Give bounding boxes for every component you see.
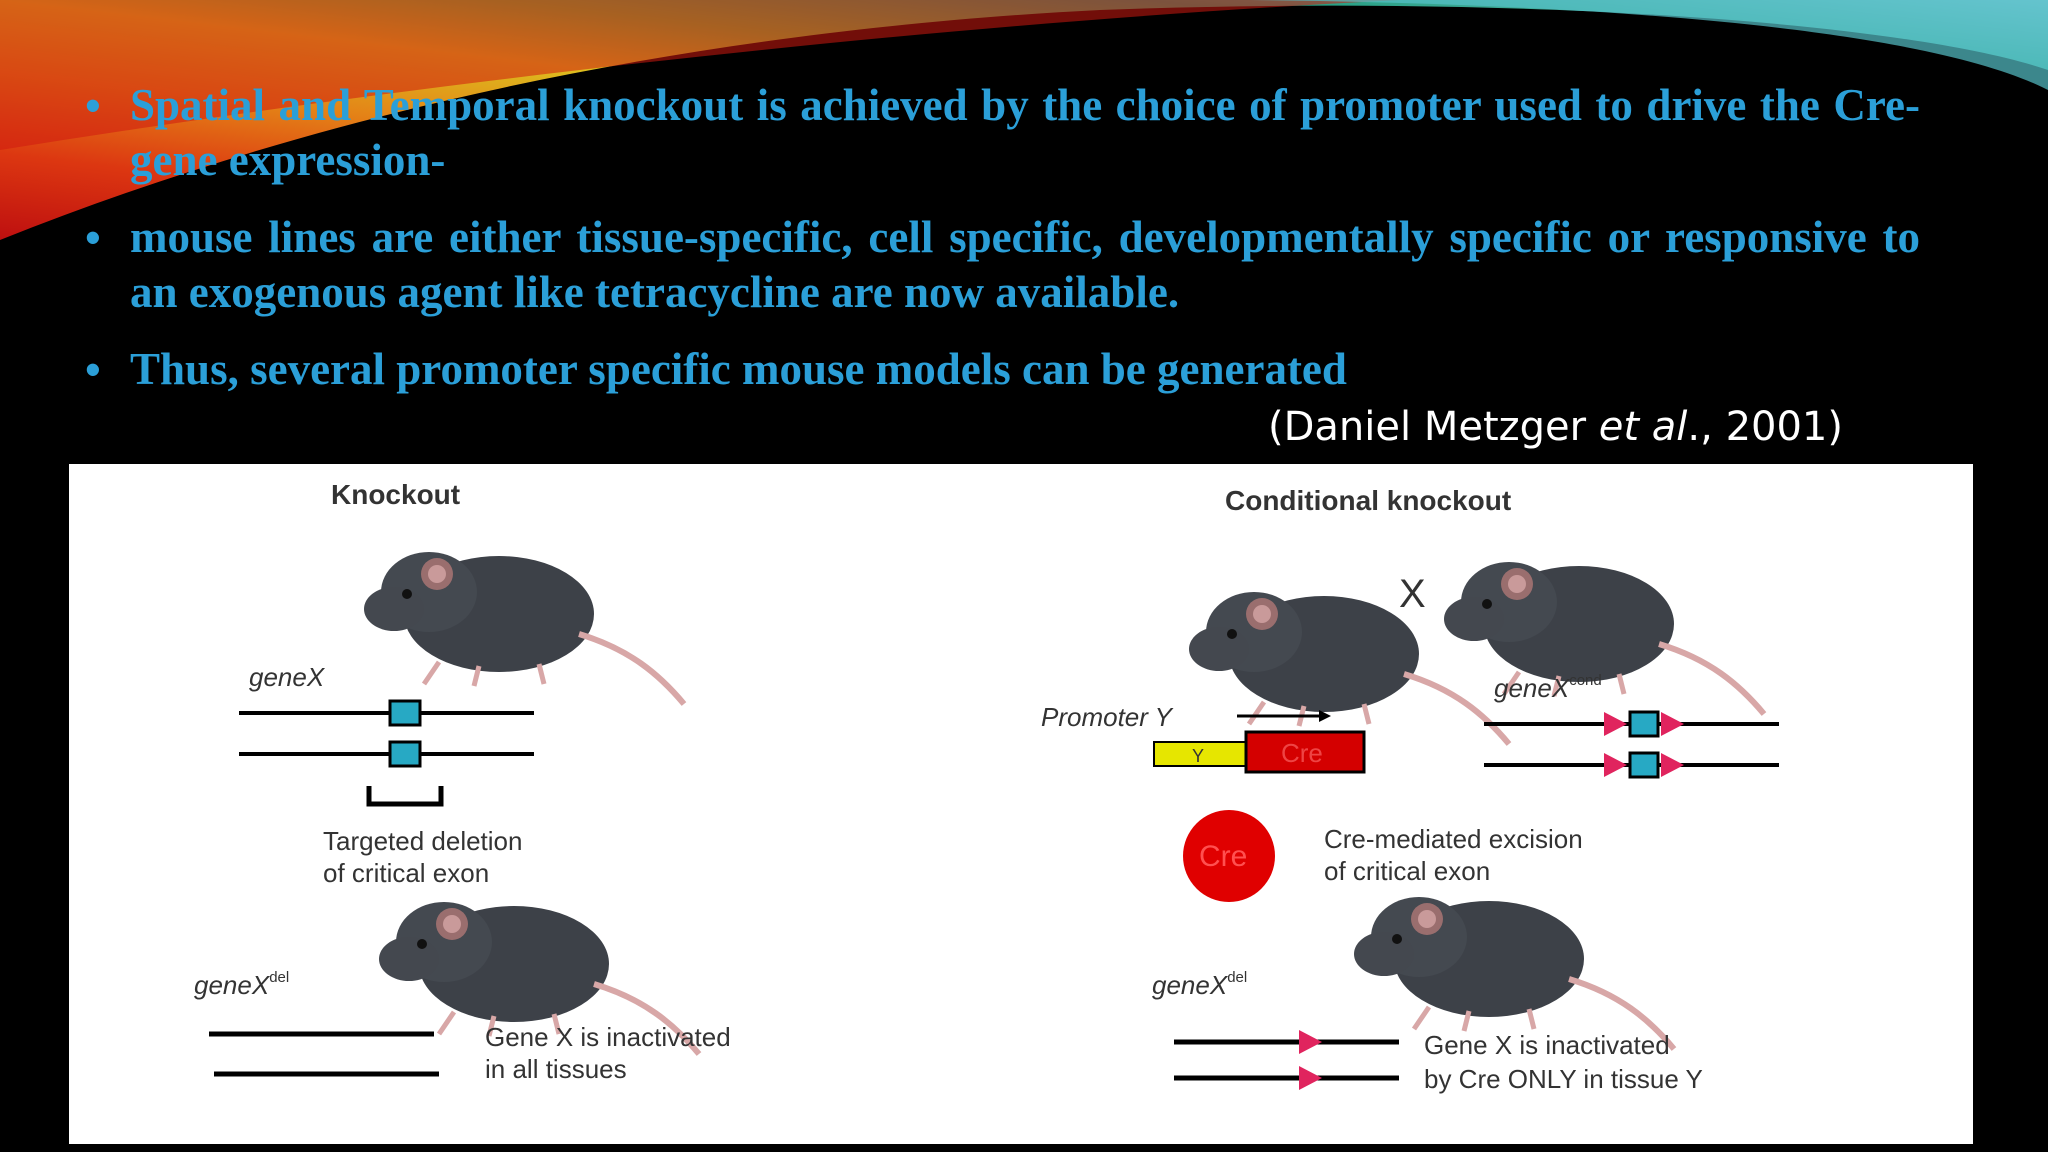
exon-box	[388, 699, 422, 727]
citation-year: ., 2001)	[1687, 404, 1843, 450]
gene-cond-label: geneXcond	[1494, 672, 1602, 703]
citation: (Daniel Metzger et al., 2001)	[1268, 404, 1843, 450]
loxp-site-icon	[1661, 712, 1684, 736]
bullet-item: • Spatial and Temporal knockout is achie…	[85, 78, 1920, 188]
bullet-dot: •	[85, 212, 101, 263]
promoter-label: Promoter Y	[1041, 702, 1174, 732]
mouse-icon	[1444, 562, 1764, 714]
cre-enzyme-icon	[1183, 810, 1275, 902]
deletion-label-line2: of critical exon	[323, 858, 489, 888]
exon-box	[1628, 751, 1660, 779]
result-label-line2: by Cre ONLY in tissue Y	[1424, 1064, 1703, 1094]
knockout-title: Knockout	[331, 479, 460, 510]
gene-label: geneX	[249, 662, 326, 692]
exon-box	[1628, 710, 1660, 738]
cross-symbol: X	[1399, 572, 1426, 616]
citation-author: (Daniel Metzger	[1268, 404, 1599, 450]
loxp-site-icon	[1661, 753, 1684, 777]
excision-label-line1: Cre-mediated excision	[1324, 824, 1583, 854]
result-label-line2: in all tissues	[485, 1054, 627, 1084]
loxp-site-icon	[1299, 1066, 1322, 1090]
result-label-line1: Gene X is inactivated	[1424, 1030, 1670, 1060]
mouse-icon	[1354, 897, 1674, 1049]
cre-enzyme-label: Cre	[1199, 840, 1247, 873]
loxp-site-icon	[1299, 1030, 1322, 1054]
arrow-head-icon	[1319, 710, 1331, 722]
conditional-title: Conditional knockout	[1225, 485, 1511, 516]
gene-del-label: geneXdel	[1152, 969, 1247, 1000]
bullet-item: • Thus, several promoter specific mouse …	[85, 342, 1920, 397]
promoter-box	[1153, 741, 1247, 767]
cre-box-label: Cre	[1281, 738, 1323, 768]
promoter-box-label: Y	[1192, 746, 1204, 766]
bullet-text: mouse lines are either tissue-specific, …	[130, 212, 1920, 317]
deletion-bracket	[366, 786, 444, 807]
bullet-text: Thus, several promoter specific mouse mo…	[130, 344, 1347, 394]
loxp-site-icon	[1604, 753, 1627, 777]
bullet-dot: •	[85, 80, 101, 131]
citation-etal: et al	[1598, 404, 1688, 450]
exon-box	[388, 740, 422, 768]
bullet-item: • mouse lines are either tissue-specific…	[85, 210, 1920, 320]
deletion-label-line1: Targeted deletion	[323, 826, 522, 856]
bullet-list: • Spatial and Temporal knockout is achie…	[85, 78, 1920, 419]
gene-del-label: geneXdel	[194, 969, 289, 1000]
mouse-icon	[364, 552, 684, 704]
excision-label-line2: of critical exon	[1324, 856, 1490, 886]
loxp-site-icon	[1604, 712, 1627, 736]
rainbow-swoosh	[0, 0, 2048, 240]
cre-box	[1244, 730, 1366, 774]
result-label-line1: Gene X is inactivated	[485, 1022, 731, 1052]
bullet-text: Spatial and Temporal knockout is achieve…	[130, 80, 1920, 185]
bullet-dot: •	[85, 344, 101, 395]
knockout-figure: Knockout geneX Targeted deletion of crit…	[69, 464, 1973, 1144]
